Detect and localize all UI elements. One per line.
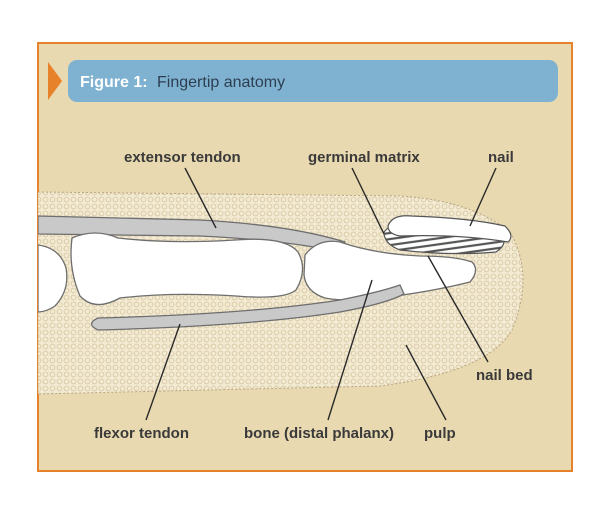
flexor-tendon-leader	[145, 323, 181, 421]
flexor-tendon	[90, 284, 405, 331]
label-nail-bed: nail bed	[476, 367, 533, 384]
nail-bed-leader	[427, 255, 489, 363]
label-extensor-tendon: extensor tendon	[124, 149, 241, 166]
label-germinal-matrix: germinal matrix	[308, 149, 420, 166]
figure-title: Fingertip anatomy	[157, 74, 285, 91]
label-bone: bone (distal phalanx)	[244, 425, 394, 442]
label-flexor-tendon: flexor tendon	[94, 425, 189, 442]
nail-leader	[469, 167, 497, 227]
extensor-tendon-leader	[184, 167, 217, 229]
label-pulp: pulp	[424, 425, 456, 442]
bone-leader	[327, 279, 373, 421]
svg-text:Figure 1: Fingertip anatom: Figure 1: Fingertip anatomy	[80, 74, 285, 91]
label-nail: nail	[488, 149, 514, 166]
figure-number: Figure 1:	[80, 74, 148, 91]
title-arrow-icon	[48, 62, 62, 100]
middle-phalanx	[70, 232, 304, 306]
pulp-leader	[405, 344, 447, 421]
middle-phalanx-fragment	[38, 244, 68, 313]
distal-phalanx	[303, 240, 477, 301]
germinal-matrix-leader	[351, 167, 385, 235]
title-bar	[68, 60, 558, 102]
nail-plate	[387, 215, 512, 243]
